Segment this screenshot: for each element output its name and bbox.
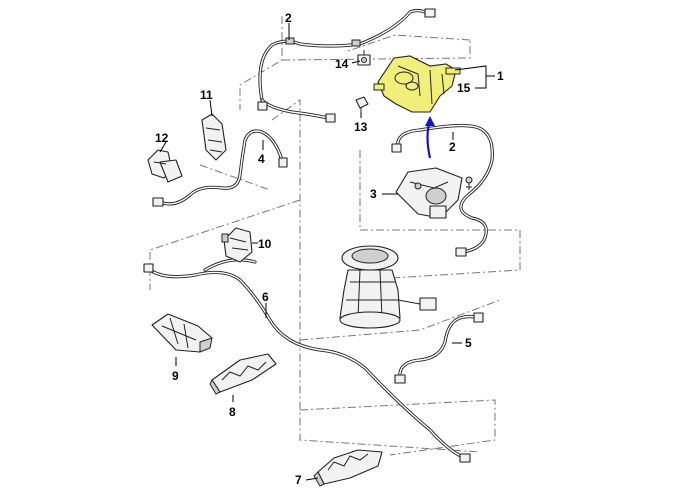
callout-4: 4	[258, 152, 265, 166]
clip-7	[313, 449, 383, 487]
clip-12	[147, 149, 183, 183]
callout-7: 7	[295, 473, 302, 487]
callout-8: 8	[229, 405, 236, 419]
pipe-connector	[473, 312, 484, 323]
pipe-connector	[325, 113, 336, 123]
clip-8	[209, 353, 277, 395]
pipe-connector	[143, 263, 154, 273]
fuel-filter-highlighted	[373, 55, 461, 113]
clip-14	[357, 50, 371, 66]
assembly-reference-lines	[149, 16, 521, 456]
pipe-connector	[455, 247, 467, 257]
bracket-3	[395, 167, 463, 219]
pipe-clip	[285, 37, 295, 45]
pipe-connector	[391, 143, 402, 153]
pipe-connector	[424, 8, 436, 18]
pipe-connector	[152, 197, 164, 207]
direction-arrow	[425, 116, 435, 159]
callout-12: 12	[155, 131, 169, 145]
fuel-pump-module	[339, 245, 437, 329]
fuel-pipe-5	[394, 312, 484, 384]
callout-2: 2	[285, 11, 292, 25]
fuel-pipe-upper	[257, 8, 436, 123]
pipe-connector	[278, 157, 288, 168]
pipe-connector	[394, 374, 406, 384]
pipe-connector	[257, 101, 268, 111]
callout-13: 13	[354, 120, 368, 134]
callout-1: 1	[497, 69, 504, 83]
callout-15: 15	[457, 81, 471, 95]
pipe-connector	[459, 453, 471, 463]
callout-3: 3	[370, 187, 377, 201]
clip-9	[151, 313, 213, 353]
callout-2-right: 2	[449, 140, 456, 154]
callout-5: 5	[465, 336, 472, 350]
callout-14: 14	[335, 57, 349, 71]
fuel-pipe-right	[391, 123, 494, 257]
callout-9: 9	[172, 369, 179, 383]
callout-6: 6	[262, 290, 269, 304]
fuel-pipe-4	[152, 129, 288, 207]
pipe-clip	[351, 39, 361, 47]
bolt-13	[355, 96, 369, 114]
callout-labels: 2 1 15 14 13 2 3 4 5 6 7 8 9 10 11 12	[155, 11, 504, 487]
callout-11: 11	[200, 88, 213, 102]
screw	[465, 176, 473, 190]
clip-11	[201, 113, 227, 161]
callout-10: 10	[258, 237, 272, 251]
fuel-pipe-long	[143, 258, 471, 463]
clip-10	[221, 227, 253, 263]
leader-lines	[159, 23, 495, 481]
